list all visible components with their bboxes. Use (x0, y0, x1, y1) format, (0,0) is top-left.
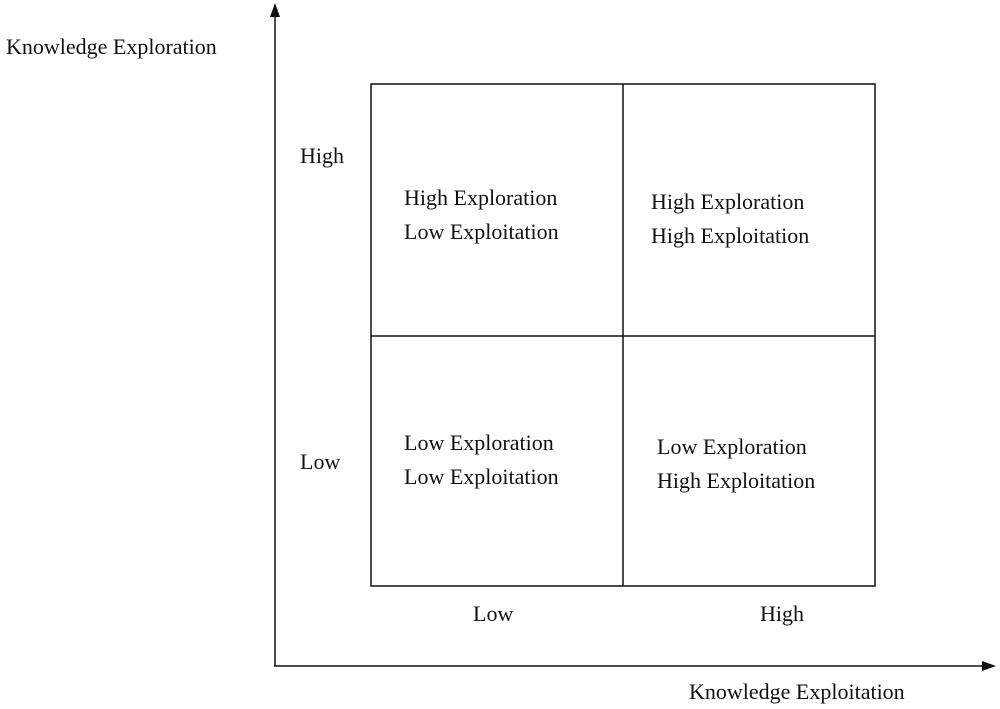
y-axis-high-label: High (300, 143, 344, 168)
quadrant-top-right: High Exploration High Exploitation (651, 185, 809, 253)
x-axis-title: Knowledge Exploitation (689, 679, 905, 704)
x-axis-high-label: High (760, 601, 804, 626)
quadrant-bottom-right: Low Exploration High Exploitation (657, 430, 815, 498)
quadrant-bottom-left: Low Exploration Low Exploitation (404, 426, 559, 494)
quadrant-bottom-left-line2: Low Exploitation (404, 464, 559, 489)
quadrant-bottom-right-line1: Low Exploration (657, 434, 807, 459)
y-axis-title: Knowledge Exploration (6, 34, 217, 59)
y-axis-low-label: Low (300, 449, 341, 474)
quadrant-bottom-right-line2: High Exploitation (657, 468, 816, 493)
x-axis-low-label: Low (473, 601, 514, 626)
quadrant-top-right-line2: High Exploitation (651, 223, 810, 248)
quadrant-top-left: High Exploration Low Exploitation (404, 181, 559, 249)
quadrant-top-left-line2: Low Exploitation (404, 219, 559, 244)
y-axis-arrowhead (270, 3, 280, 17)
quadrant-bottom-left-line1: Low Exploration (404, 430, 554, 455)
quadrant-top-right-line1: High Exploration (651, 189, 805, 214)
quadrant-top-left-line1: High Exploration (404, 185, 558, 210)
x-axis-arrowhead (982, 661, 996, 671)
